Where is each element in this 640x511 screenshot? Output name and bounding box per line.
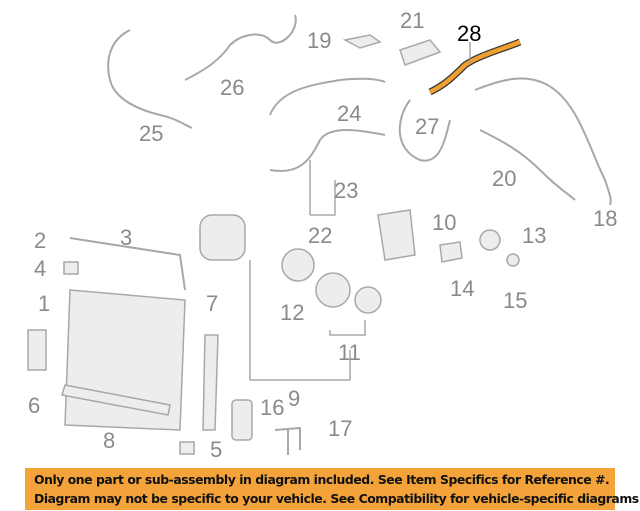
label-9: 9 [288,386,300,411]
label-4: 4 [34,256,46,281]
part-2-bracket [69,237,186,291]
label-8: 8 [103,428,115,453]
part-15-washer [506,253,520,267]
part-10-bracket [377,209,416,261]
label-6: 6 [28,393,40,418]
label-7: 7 [206,291,218,316]
label-28-highlighted: 28 [457,21,481,46]
label-25: 25 [139,121,163,146]
label-16: 16 [260,395,284,420]
label-24: 24 [337,101,361,126]
part-25-hose [107,29,193,129]
part-14-bracket [439,241,463,263]
label-3: 3 [120,225,132,250]
label-1: 1 [38,291,50,316]
label-11: 11 [338,340,361,365]
part-21-shield [399,39,442,66]
label-10: 10 [432,210,456,235]
part-6-seal [27,329,47,371]
part-28-hose-fill [429,39,521,95]
label-22: 22 [308,223,332,248]
part-17-bracket [274,426,301,455]
part-23-hose [269,129,386,172]
label-21: 21 [400,8,424,33]
part-11-plate [354,286,382,314]
part-7-seal [202,334,219,431]
part-20-hose [479,129,576,201]
part-12-pulley [281,248,315,282]
part-26-hose [184,14,297,81]
label-18: 18 [593,206,617,231]
label-19: 19 [307,28,331,53]
label-20: 20 [492,166,516,191]
label-12: 12 [280,300,304,325]
disclaimer-line-1: Only one part or sub-assembly in diagram… [34,472,610,487]
label-23: 23 [334,178,358,203]
part-24-hose [269,77,386,116]
label-17: 17 [328,416,352,441]
part-4-cushion [63,261,79,275]
label-27: 27 [415,114,439,139]
label-2: 2 [34,228,46,253]
disclaimer-line-2: Diagram may not be specific to your vehi… [34,491,640,506]
label-26: 26 [220,75,244,100]
part-8-seal [61,384,171,416]
label-13: 13 [522,223,546,248]
part-19-bracket [342,34,382,49]
part-27-hose [398,99,451,162]
part-13-idler [479,229,501,251]
part-18-hose [474,77,612,206]
part-11-clutch [315,272,351,308]
label-15: 15 [503,288,527,313]
part-16-drier [231,399,253,441]
label-14: 14 [450,276,474,301]
label-5: 5 [210,437,222,462]
part-5-cushion [179,441,195,455]
part-9-compressor [199,214,246,261]
disclaimer-banner: Only one part or sub-assembly in diagram… [25,468,640,510]
